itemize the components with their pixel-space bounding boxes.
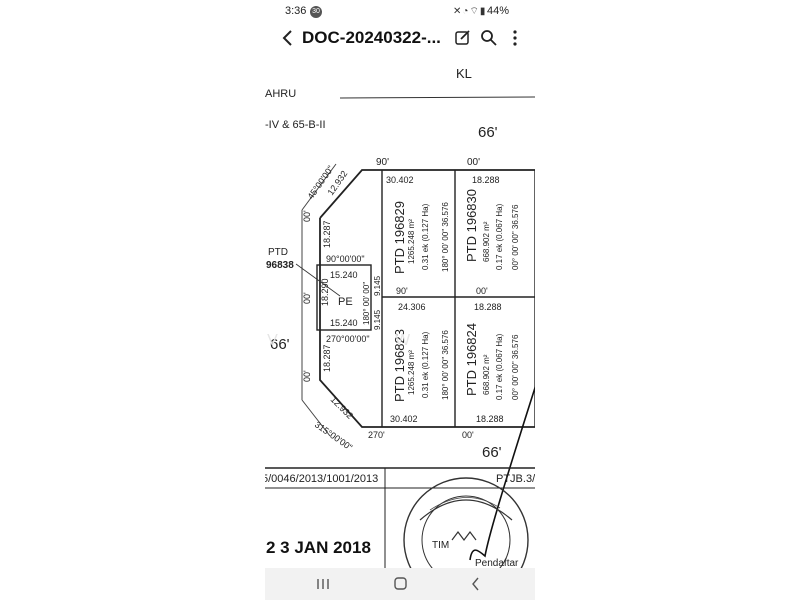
road-width-top: 66' — [478, 124, 498, 141]
app-bar: DOC-20240322-... — [265, 24, 535, 54]
lot-pe-right-length-b: 9.145 — [373, 309, 382, 330]
road-width-left: 66' — [270, 336, 290, 353]
lot-196824-bottom-bearing: 00' — [462, 430, 474, 440]
ptd-ref-leader-line — [295, 263, 341, 297]
boundary-bottom — [319, 218, 535, 428]
lot-196823-bearing: 180° 00' 00" 36.576 — [441, 330, 450, 400]
lot-pe-right-bearing: 180° 00' 00" — [362, 282, 371, 325]
header-name-fragment: AHRU — [265, 88, 296, 100]
bearing-sw: 315°00'00" — [313, 419, 354, 452]
battery-level: 44% — [487, 5, 510, 17]
lot-196823-area-m2: 1265.248 m² — [407, 350, 416, 395]
lot-196824-name: PTD 196824 — [464, 323, 479, 396]
lot-196823-bottom-bearing: 270' — [368, 430, 385, 440]
lot-196824-bottom-length: 18.288 — [476, 414, 504, 424]
lot-pe-right-length-a: 9.145 — [373, 275, 382, 296]
lot-196823-top-length: 24.306 — [398, 302, 426, 312]
road-edge-ne — [301, 163, 337, 211]
lot-196830-area-m2: 668.902 m² — [482, 221, 491, 262]
alarm-icon: ◔ — [462, 6, 470, 17]
status-time: 3:36 — [285, 5, 307, 17]
bearing-00-left-top: 00' — [302, 210, 312, 222]
signature-stroke — [469, 385, 535, 561]
header-sheet-ref: -IV & 65-B-II — [265, 119, 326, 131]
stamp-pendaftar: Pendaftar — [475, 558, 519, 568]
header-line — [339, 96, 535, 99]
bearing-00-left-mid: 00' — [302, 292, 312, 304]
wifi-call-icon: ⌔ — [469, 6, 480, 17]
road-edge-sw — [301, 399, 331, 437]
document-viewer[interactable]: KL AHRU -IV & 65-B-II 66' 90' 00' 45°00'… — [265, 56, 535, 568]
header-kl: KL — [456, 66, 472, 81]
lot-196829-bearing: 180° 00' 00" 36.576 — [441, 202, 450, 272]
search-icon — [481, 30, 497, 46]
stamp-tim: TIM — [432, 540, 449, 551]
boundary-top — [319, 169, 535, 219]
watermark-left: E V — [265, 332, 278, 349]
lot-196824-area-ek: 0.17 ek (0.067 Ha) — [495, 333, 504, 400]
lot-pe-bearing-bottom: 270°00'00" — [326, 334, 370, 344]
nav-back-button[interactable] — [464, 574, 488, 594]
bearing-00-top: 00' — [467, 157, 480, 168]
lot-196829-area-m2: 1265.248 m² — [407, 219, 416, 264]
home-icon — [394, 577, 407, 590]
lot-196824-bearing: 00° 00' 00" 36.576 — [511, 334, 520, 400]
lot-196830-top-length: 18.288 — [472, 175, 500, 185]
status-icons: ✕◔⌔▮ — [453, 5, 486, 18]
footer-ref: 5/0046/2013/1001/2013 — [265, 473, 378, 485]
ptd-ref-label: PTD — [268, 247, 288, 258]
recent-apps-button[interactable] — [311, 574, 335, 594]
lot-196824-area-m2: 668.902 m² — [482, 354, 491, 395]
lot-pe-left-lower: 18.287 — [322, 344, 332, 372]
lot-196823-area-ek: 0.31 ek (0.127 Ha) — [421, 331, 430, 398]
lot-196829-top-length: 30.402 — [386, 175, 414, 185]
home-button[interactable] — [388, 574, 412, 594]
lot-196830-area-ek: 0.17 ek (0.067 Ha) — [495, 203, 504, 270]
edit-button[interactable] — [453, 28, 473, 48]
lot-196830-name: PTD 196830 — [464, 189, 479, 262]
lot-pe-left-upper: 18.287 — [322, 220, 332, 248]
footer-ptjb: PTJB.3/ — [496, 473, 535, 485]
recent-apps-icon — [317, 579, 329, 589]
lot-196823-name: PTD 196823 — [392, 329, 407, 402]
registrar-seal: TIM Pendaftar — [403, 477, 529, 568]
back-button[interactable] — [277, 26, 299, 50]
document-title: DOC-20240322-... — [302, 28, 441, 47]
back-arrow-icon — [282, 30, 292, 46]
lot-pe-side-bottom: 15.240 — [330, 318, 358, 328]
lot-pe-bearing-top: 90°00'00" — [326, 254, 365, 264]
ptd-ref-number: 96838 — [266, 260, 294, 271]
bearing-90-top: 90' — [376, 157, 389, 168]
lot-pe-label: PE — [338, 296, 353, 308]
watermark-right: W — [395, 332, 411, 349]
stamp-date: 2 3 JAN 2018 — [266, 538, 371, 557]
status-bar: 3:36 30 ✕◔⌔▮ 44% — [265, 0, 535, 24]
lot-196823-bottom-length: 30.402 — [390, 414, 418, 424]
lot-196829-area-ek: 0.31 ek (0.127 Ha) — [421, 203, 430, 270]
search-button[interactable] — [479, 28, 499, 48]
lot-pe-left-side: 18.290 — [320, 278, 330, 306]
lot-196824-top-length: 18.288 — [474, 302, 502, 312]
diagonal-bottom-length: 12.932 — [329, 394, 356, 421]
lot-pe-box — [316, 264, 372, 331]
lot-196830-bottom-bearing: 00' — [476, 286, 488, 296]
signal-icon: ▮ — [479, 6, 487, 17]
mute-icon: ✕ — [453, 6, 463, 17]
lot-196830-bearing: 00° 00' 00" 36.576 — [511, 204, 520, 270]
survey-plan-image: KL AHRU -IV & 65-B-II 66' 90' 00' 45°00'… — [265, 66, 535, 568]
bearing-00-left-bottom: 00' — [302, 370, 312, 382]
more-icon — [513, 30, 517, 46]
more-options-button[interactable] — [507, 28, 527, 48]
back-nav-icon — [472, 577, 479, 591]
lot-196829-bottom-bearing: 90' — [396, 286, 408, 296]
notification-badge: 30 — [310, 6, 322, 18]
lot-pe-side-top: 15.240 — [330, 270, 358, 280]
phone-screen: 3:36 30 ✕◔⌔▮ 44% DOC-20240322-... — [265, 0, 535, 600]
road-width-bottom: 66' — [482, 444, 502, 461]
edit-icon — [455, 30, 470, 45]
navigation-bar — [265, 568, 535, 600]
lot-196829-name: PTD 196829 — [392, 201, 407, 274]
